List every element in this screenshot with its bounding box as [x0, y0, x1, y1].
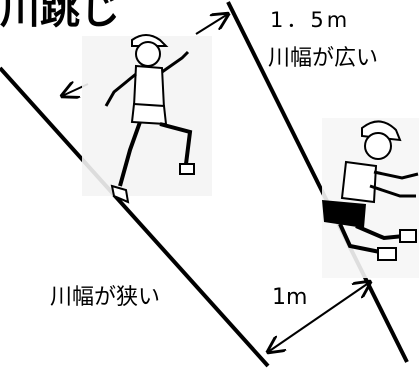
jumping-child-illustration — [322, 118, 419, 278]
wide-river-label: 川幅が広い — [268, 46, 379, 71]
wide-width-arrow — [195, 14, 228, 35]
narrow-width-arrow — [268, 282, 370, 352]
title-partial-text: 川跳じ — [0, 0, 120, 33]
narrow-width-label: 1m — [272, 285, 308, 310]
left-bank-line — [0, 66, 270, 368]
narrow-river-label: 川幅が狭い — [50, 285, 161, 310]
right-bank-line — [226, 1, 409, 363]
wide-width-label: 1．5m — [270, 8, 351, 32]
running-child-illustration — [82, 34, 212, 204]
